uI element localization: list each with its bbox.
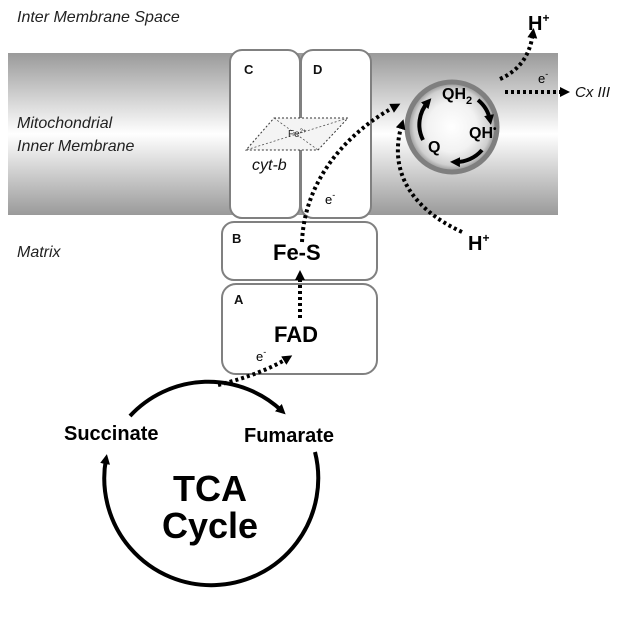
cyt-b-label: cyt-b <box>252 157 287 174</box>
proton-label-ims: H+ <box>528 11 549 35</box>
qh2-label: QH2 <box>442 86 472 107</box>
proton-path-matrix-to-quinone <box>395 119 463 234</box>
subunit-d-label: D <box>313 62 322 77</box>
subunit-a-label: A <box>234 292 244 307</box>
q-label: Q <box>428 139 440 156</box>
succinate-label: Succinate <box>64 423 158 445</box>
membrane-label-line2: Inner Membrane <box>17 138 134 155</box>
tca-title-line1: TCA <box>173 468 247 509</box>
intermembrane-space-label: Inter Membrane Space <box>17 9 180 26</box>
complex-iii-label: Cx III <box>575 84 610 101</box>
membrane-label-line1: Mitochondrial <box>17 115 113 132</box>
tca-title-line2: Cycle <box>162 505 258 546</box>
quinone-cycle-arrow-bottom <box>450 148 484 168</box>
quinone-cycle-arrow-left <box>417 98 432 141</box>
electron-label-fad: e- <box>256 347 266 364</box>
electron-label-membrane: e- <box>325 190 335 207</box>
fumarate-label: Fumarate <box>244 425 334 447</box>
quinone-cycle-arrow-right <box>476 98 494 125</box>
matrix-label: Matrix <box>17 244 62 261</box>
qh-radical-label: QH• <box>469 124 497 142</box>
fad-label: FAD <box>274 322 318 347</box>
heme-diagonal-2 <box>245 117 349 151</box>
heme-diagonal-1 <box>273 117 319 151</box>
subunit-b-label: B <box>232 231 241 246</box>
subunit-c-label: C <box>244 62 254 77</box>
proton-label-matrix: H+ <box>468 231 489 255</box>
electron-path-fes-to-quinone <box>300 103 401 243</box>
heme-iron-label: Fe2+ <box>288 129 307 140</box>
electron-label-cx3: e- <box>538 69 548 86</box>
fe-s-label: Fe-S <box>273 240 321 265</box>
tca-cycle-ring-bottom <box>100 451 321 588</box>
subunit-a-box <box>221 283 378 375</box>
tca-cycle-ring-top <box>128 379 286 418</box>
proton-path-quinone-to-ims <box>499 28 538 81</box>
